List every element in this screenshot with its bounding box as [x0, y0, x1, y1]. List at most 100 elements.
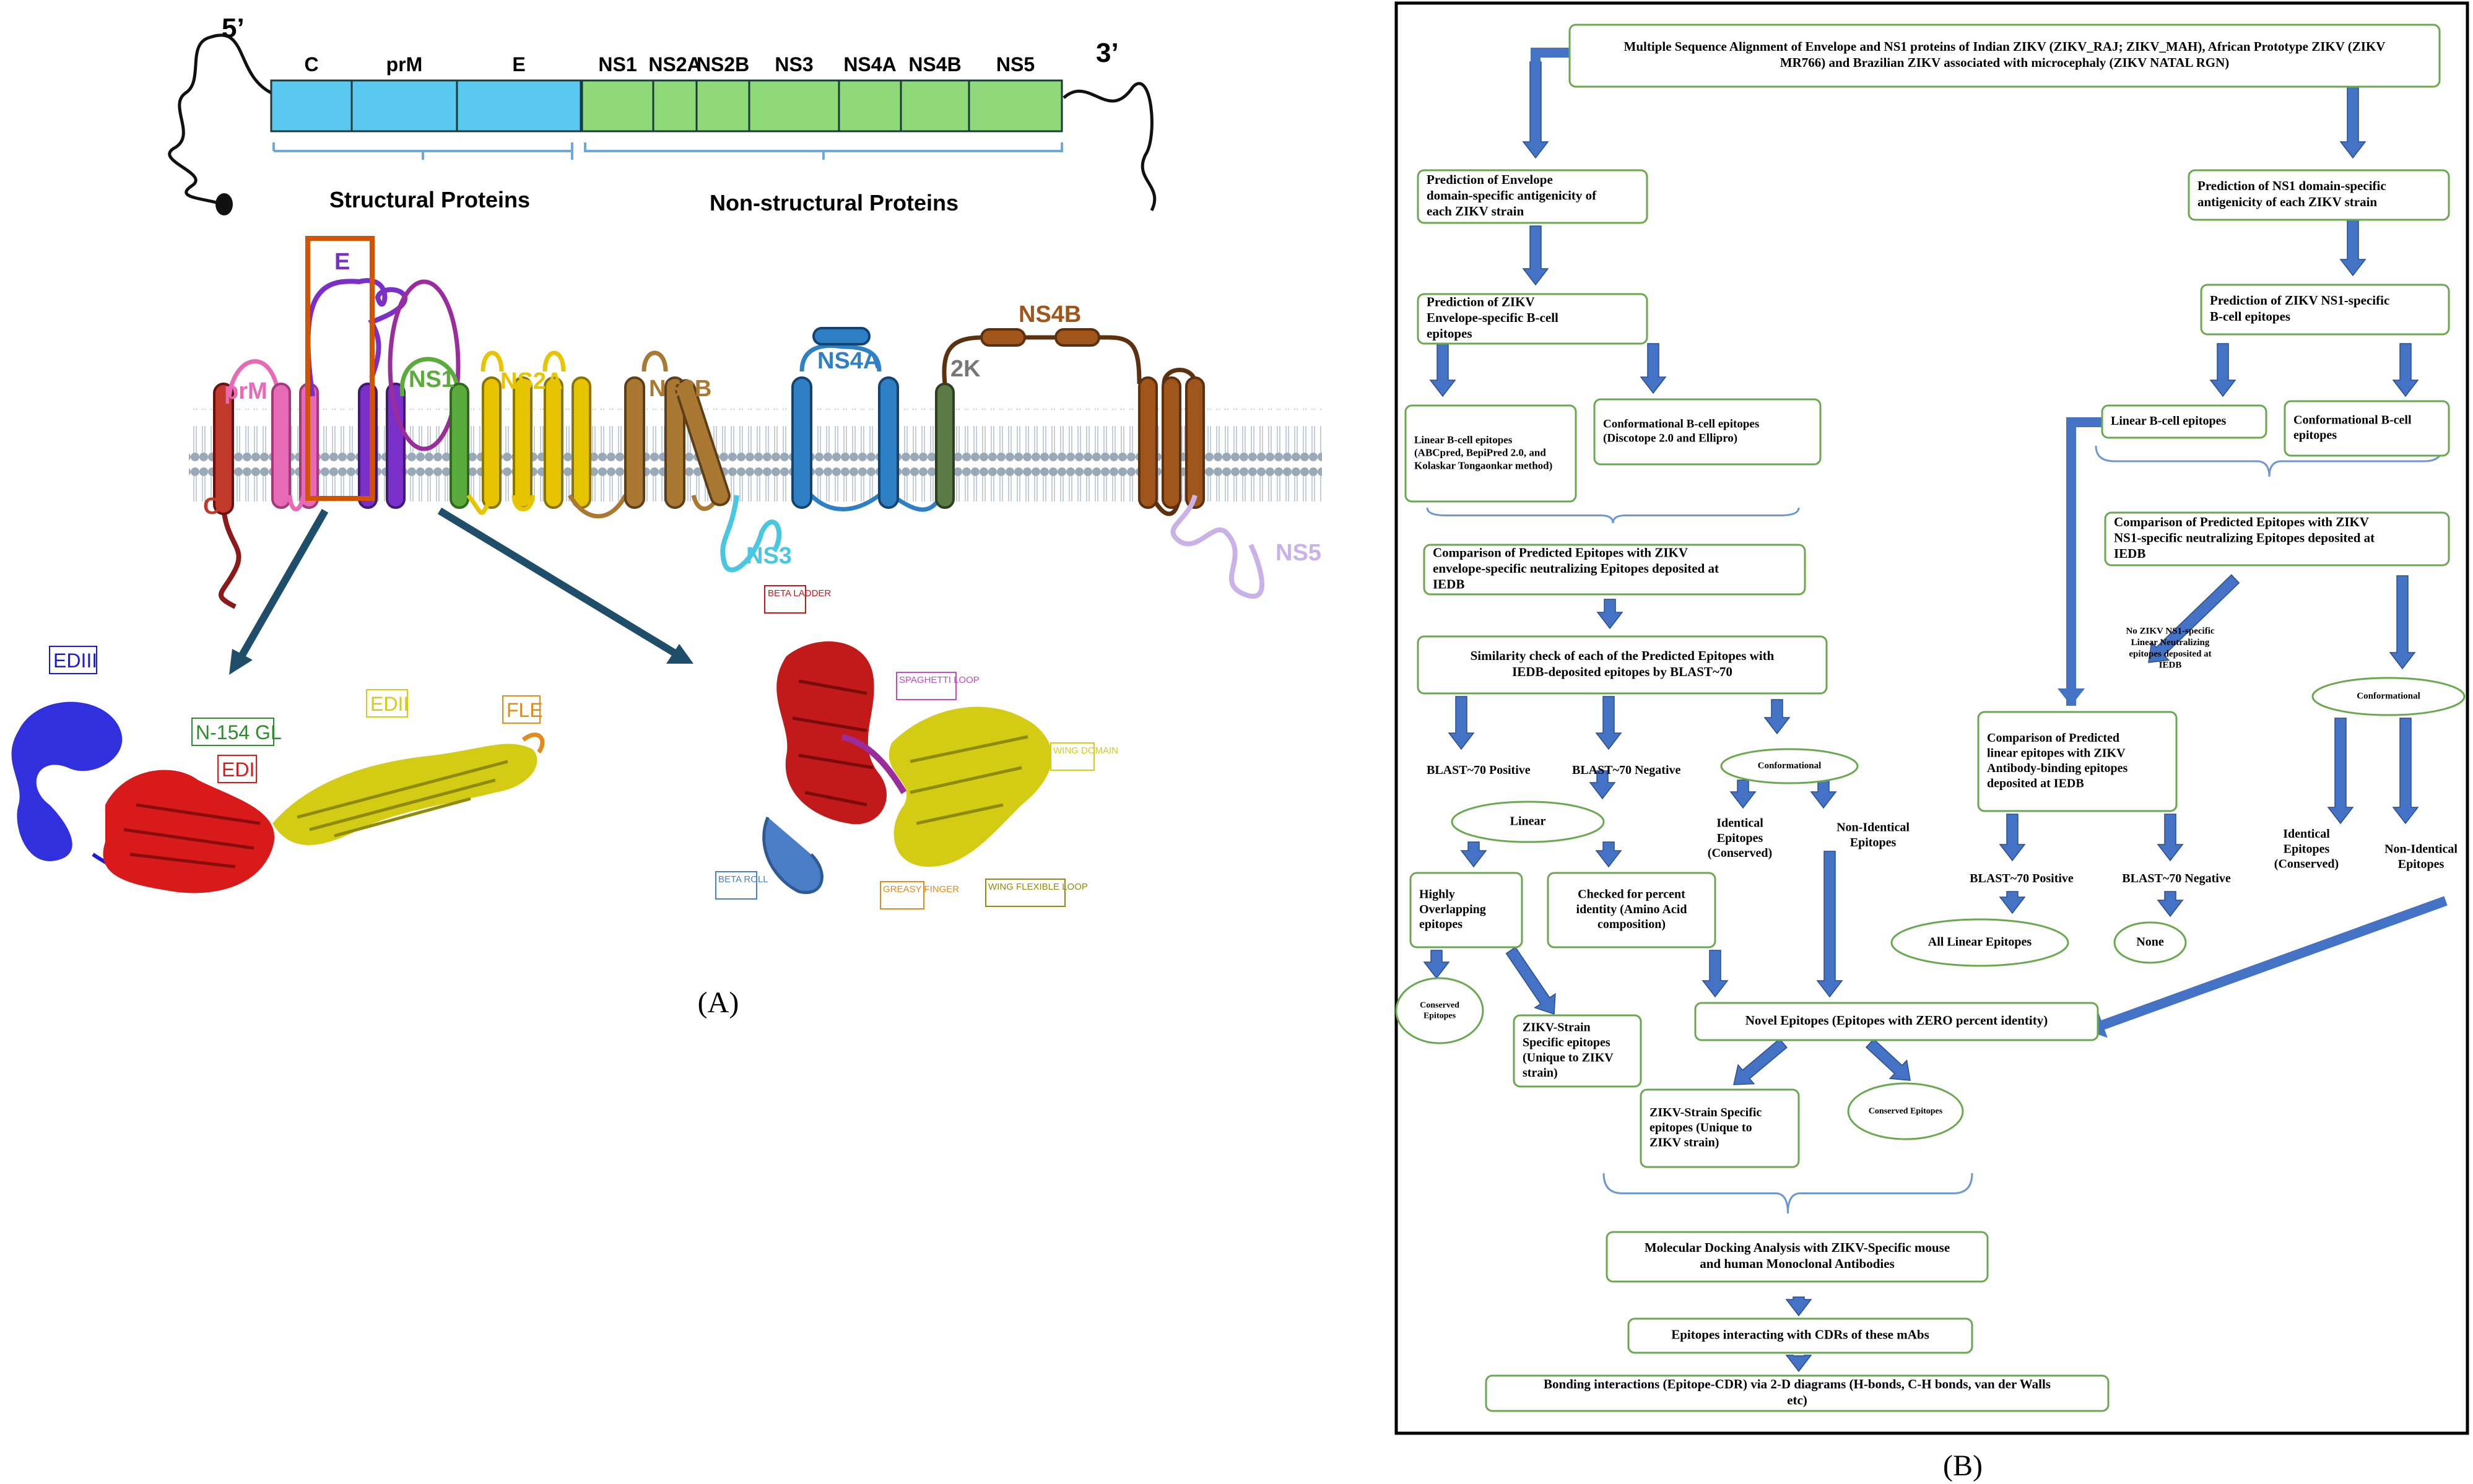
ns4b-helix-1: [1138, 376, 1158, 509]
ns1-label: NS1: [409, 367, 454, 393]
flow-box: [1593, 398, 1822, 466]
flow-arrow: [1810, 779, 1837, 809]
ediii-tag-label: EDIII: [53, 649, 97, 672]
flow-node-all-linear: All Linear Epitopes: [1890, 918, 2069, 967]
fle-tag: [502, 695, 541, 724]
nonstructural-proteins-label: Non-structural Proteins: [710, 190, 958, 215]
flow-node-text: Conserved Epitopes: [1869, 1106, 1943, 1116]
flow-node-text: Conformational: [1758, 761, 1822, 771]
genome-segment-label: NS3: [775, 53, 813, 76]
ns2b-helix-2: [664, 376, 685, 509]
flow-arrow: [2148, 574, 2240, 663]
flow-box: [1640, 1088, 1800, 1168]
flow-oval: [2113, 921, 2187, 964]
flow-brace: [2095, 445, 2444, 477]
genome-segment-label: NS4B: [908, 53, 961, 76]
fusion-loop: [521, 732, 545, 754]
c-protein-helix: [213, 383, 234, 515]
n154-tag: [191, 718, 274, 746]
genome-segment: [581, 79, 654, 132]
flow-brace: [1602, 1173, 1973, 1214]
flow-node-text: Linear B-cell epitopes: [2111, 414, 2226, 428]
flow-arrow: [1596, 599, 1623, 630]
edi-domain: [103, 770, 275, 893]
edii-domain: [272, 744, 537, 845]
flow-arrow: [2392, 718, 2419, 825]
flow-arrow: [2392, 343, 2419, 397]
flow-node-blast-pos: BLAST~70 Positive: [1427, 763, 1531, 777]
flow-arrow: [2157, 814, 2184, 862]
prm-loop: [227, 359, 281, 397]
ns3-label: NS3: [746, 543, 792, 569]
wing-strands: [910, 735, 1028, 825]
flow-node-text: Comparison of Predicted Epitopes with ZI…: [2114, 514, 2375, 561]
flow-node-text: Multiple Sequence Alignment of Envelope …: [1624, 39, 2386, 70]
genome-segment-label: prM: [386, 53, 423, 76]
flow-oval: [1451, 801, 1605, 843]
arrow-to-ns1-structure: [437, 507, 677, 657]
flow-connector: [1531, 48, 1570, 65]
flow-node-none: None: [2113, 921, 2187, 964]
flow-box: [2101, 404, 2267, 439]
ns3-strand: [720, 495, 782, 573]
flow-node-text: Molecular Docking Analysis with ZIKV-Spe…: [1645, 1240, 1950, 1271]
flow-node-text: Bonding interactions (Epitope-CDR) via 2…: [1544, 1377, 2051, 1408]
wing-flexible-loop-tag: [985, 879, 1066, 907]
flowchart-frame: [1394, 1, 2469, 1435]
e-protein-label: E: [334, 249, 350, 275]
flow-node-ns1-blast-pos: BLAST~70 Positive: [1970, 872, 2074, 885]
arrow-to-envelope-structure-head: [229, 649, 253, 675]
wing-domain: [889, 706, 1052, 867]
genome-segment-label: NS5: [996, 53, 1035, 76]
flow-nodes: Multiple Sequence Alignment of Envelope …: [1395, 24, 2466, 1412]
arrow-to-envelope-structure: [238, 509, 329, 658]
e-helix-2: [386, 383, 406, 509]
flow-box: [1417, 635, 1828, 695]
flow-arrow: [1423, 950, 1450, 979]
genome-segment-label: NS1: [598, 53, 637, 76]
genome-segment-label: NS2A: [648, 53, 701, 76]
ediii-tag: [49, 646, 97, 674]
prm-label: prM: [224, 378, 267, 404]
ns4a-label: NS4A: [817, 348, 880, 374]
e-highlight-box: [305, 236, 375, 501]
fle-tag-label: FLE: [506, 699, 543, 721]
n154-tag-label: N-154 GL: [196, 721, 282, 744]
panel-a-caption: (A): [698, 986, 739, 1019]
genome-segment: [838, 79, 902, 132]
flow-arrow: [1522, 225, 1549, 286]
flow-oval: [2311, 677, 2466, 716]
flow-node-text: BLAST~70 Positive: [1970, 872, 2074, 885]
three-prime-label: 3’: [1096, 38, 1119, 68]
flow-oval: [1847, 1082, 1964, 1140]
flow-node-conformational-ns1: Conformational: [2311, 677, 2466, 716]
flow-node-text: Conformational: [2357, 692, 2420, 701]
beta-roll-domain: [762, 817, 824, 894]
flow-node-text: Linear: [1510, 814, 1546, 828]
ns5-label: NS5: [1276, 540, 1321, 566]
genome-segment: [270, 79, 353, 132]
ns2a-helices: [482, 376, 591, 509]
flow-brace: [1426, 507, 1800, 524]
flow-node-env-conf: Conformational B-cell epitopes(Discotope…: [1593, 398, 1822, 466]
flow-node-text: Similarity check of each of the Predicte…: [1471, 648, 1775, 679]
genome-segment: [456, 79, 582, 132]
genome-segment-label: NS4A: [843, 53, 896, 76]
envelope-protein-structure: EDIII N-154 GL EDI EDII FLE: [11, 646, 545, 893]
flow-arrow: [2157, 891, 2184, 918]
ns2b-label: NS2B: [649, 376, 711, 402]
flow-arrow-head: [2058, 688, 2085, 706]
